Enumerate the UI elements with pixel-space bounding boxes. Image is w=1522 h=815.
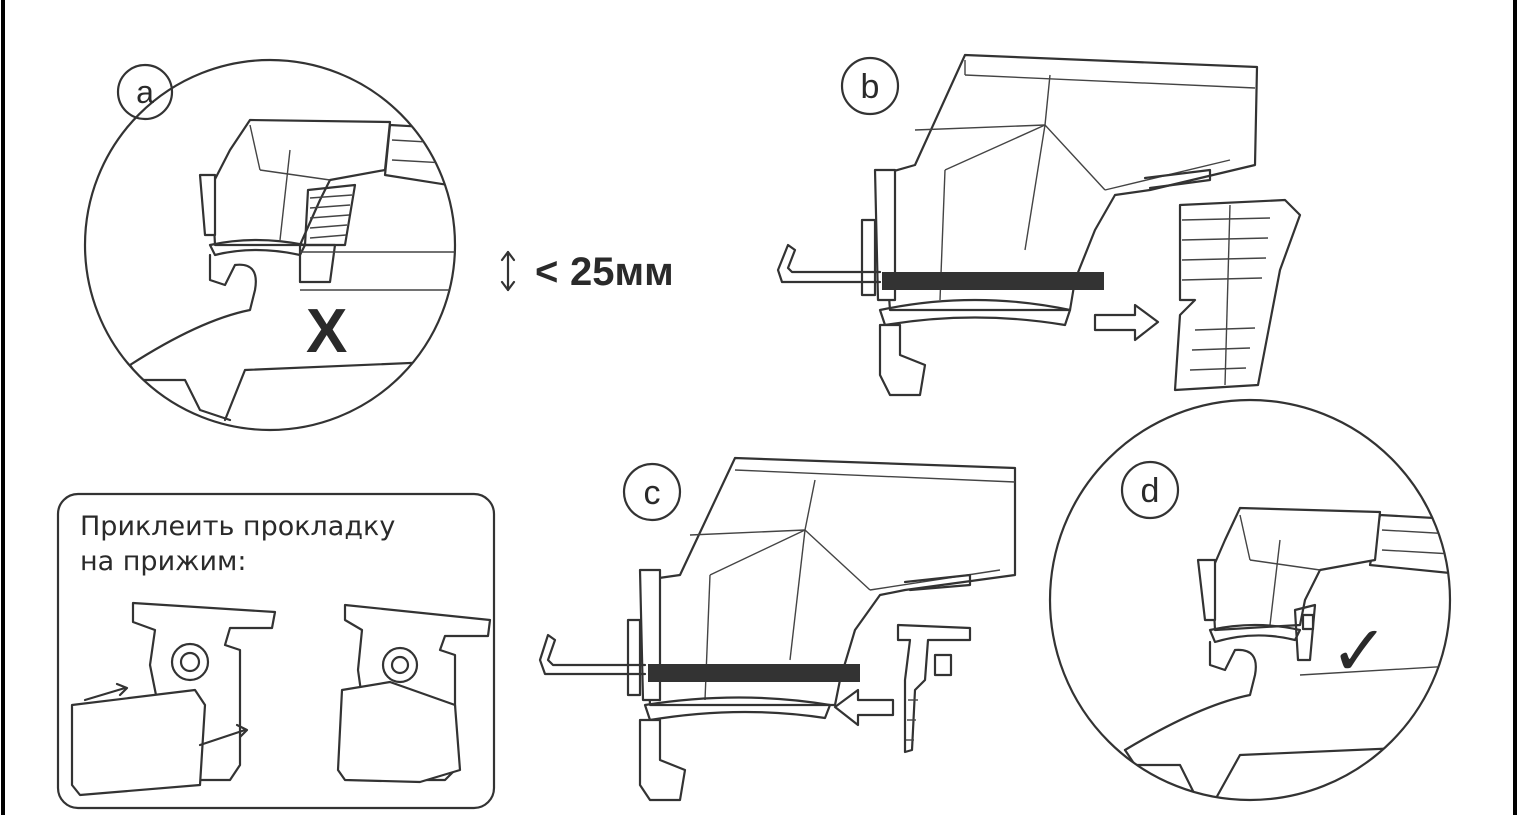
panel-a-measurement: 25мм bbox=[570, 250, 674, 294]
panel-a-cross-mark: X bbox=[306, 297, 347, 366]
note-line-2: на прижим: bbox=[80, 546, 246, 577]
panel-a-label-circle bbox=[116, 63, 174, 121]
note-box-frame bbox=[56, 492, 496, 810]
panel-b-slide-arrow bbox=[1093, 303, 1160, 342]
panel-c-insert-arrow bbox=[833, 688, 895, 727]
panel-c-label: c bbox=[644, 474, 661, 512]
panel-a-circle bbox=[83, 58, 457, 432]
panel-a-label: a bbox=[136, 74, 154, 110]
panel-a: < 25мм X a bbox=[83, 58, 674, 432]
panel-c-bolt bbox=[648, 664, 860, 682]
panel-b: b bbox=[776, 53, 1302, 397]
panel-c: c bbox=[538, 456, 1017, 802]
panel-d-circle bbox=[1048, 398, 1452, 802]
panel-c-label-circle bbox=[622, 462, 682, 522]
note-arrow-2 bbox=[198, 728, 247, 747]
panel-d-check-mark: ✓ bbox=[1330, 610, 1389, 692]
panel-a-drawing bbox=[128, 118, 455, 422]
panel-d-drawing bbox=[1123, 506, 1450, 800]
panel-d: ✓ d bbox=[1048, 398, 1452, 802]
panel-d-label-circle bbox=[1120, 460, 1180, 520]
panel-a-less-than-sign: < bbox=[535, 250, 558, 294]
panel-d-label: d bbox=[1141, 472, 1160, 510]
panel-b-label: b bbox=[861, 68, 880, 106]
note-arrow-1 bbox=[83, 686, 127, 702]
pad-note-box: Приклеить прокладку на прижим: bbox=[56, 492, 496, 810]
panel-b-bolt bbox=[882, 272, 1104, 290]
note-line-1: Приклеить прокладку bbox=[80, 511, 395, 542]
panel-b-label-circle bbox=[840, 56, 900, 116]
